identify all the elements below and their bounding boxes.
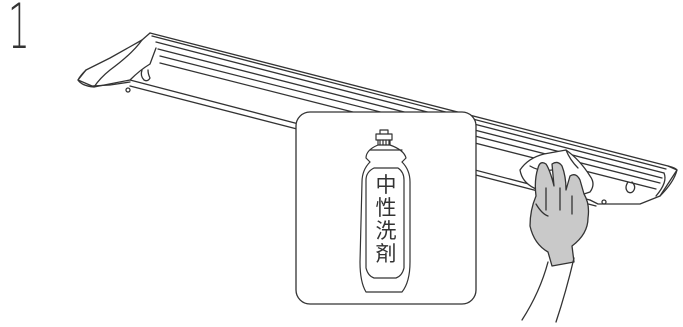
bottle-label-char: 中 [375,173,397,197]
bottle-label: 中 性 洗 剤 [368,174,404,266]
hand-with-cloth-icon [519,149,594,323]
bottle-label-char: 洗 [375,219,397,243]
step-number: 1 [8,0,30,63]
bottle-label-char: 性 [375,196,397,220]
detergent-bottle-icon [359,129,411,293]
bottle-label-char: 剤 [375,242,397,266]
detergent-inset-box [295,111,477,305]
